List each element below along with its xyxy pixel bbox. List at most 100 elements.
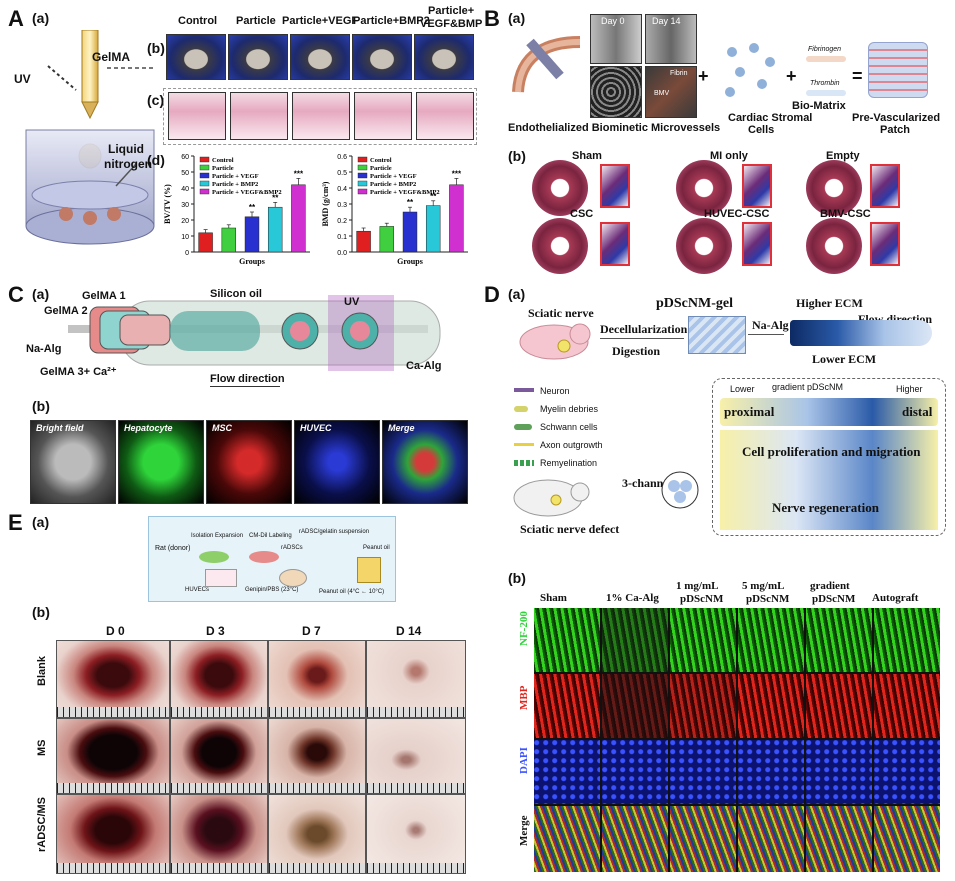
hepatocyte-label: Hepatocyte: [124, 423, 173, 433]
if-grid: [534, 608, 940, 872]
huvec-label: HUVEC: [300, 423, 332, 433]
e-flow-radscs: rADSCs: [281, 545, 303, 551]
panel-c-a-label: (a): [32, 286, 50, 302]
row-merge: Merge: [518, 815, 530, 846]
heart-huvec-csc: [676, 218, 732, 274]
panel-b-b-label: (b): [508, 148, 526, 164]
e-flow-huvecs: HUVECs: [185, 587, 210, 593]
if-nf200-1mg: [670, 608, 736, 672]
if-mbp-gradient: [806, 674, 872, 738]
panel-a-a-label: (a): [32, 10, 50, 26]
chart-1-legend-label-3: Particle + BMP2: [370, 181, 416, 188]
nerve-conduit: [720, 398, 938, 426]
chart-1-bar-2: [402, 211, 418, 253]
chart-0-ytick-label-3: 30: [181, 202, 189, 209]
if-mbp-sham: [534, 674, 600, 738]
chart-0-ylabel: BV/TV (%): [163, 184, 172, 224]
rat-icon: [513, 479, 590, 517]
e-flow-suspension: rADSC/gelatin suspension: [299, 529, 370, 535]
thrombin-tube: [806, 90, 846, 96]
hepatocyte-image: [118, 420, 204, 504]
panel-a-b-label: (b): [147, 40, 165, 56]
sciatic-nerve-label: Sciatic nerve: [528, 306, 594, 320]
b-group-csc: CSC: [570, 208, 594, 220]
decell-label: Decellularization: [600, 322, 688, 336]
chart-1-legend-swatch-3: [357, 180, 368, 187]
chart-1-legend-swatch-2: [357, 172, 368, 179]
chart-0-legend-swatch-0: [199, 156, 210, 163]
a-group-particle-bmp2: Particle+BMP2: [353, 15, 430, 27]
chart-0-bar-2: [244, 216, 260, 253]
legend-remyelination-icon: [514, 460, 534, 466]
panel-a-d-label: (d): [147, 152, 165, 168]
chart-1-legend-label-2: Particle + VEGF: [370, 173, 417, 180]
brightfield-image: [30, 420, 116, 504]
defect-label: Sciatic nerve defect: [520, 522, 620, 536]
wound-blank-d7: [268, 640, 366, 718]
wound-radsc-d0: [56, 794, 170, 874]
merge-label: Merge: [388, 423, 415, 433]
b-group-mi-only: MI only: [710, 150, 748, 162]
regen-label: Nerve regeneration: [772, 500, 879, 515]
chart-0-bar-3: [267, 206, 283, 253]
legend-schwann-icon: [514, 424, 532, 430]
panel-d-letter: D: [484, 282, 500, 307]
cardiac-cells-icon: [725, 43, 775, 97]
uv-label: UV: [14, 72, 31, 86]
chart-1-bar-3: [425, 205, 441, 253]
wound-ms-d14: [366, 718, 466, 794]
a-group-control: Control: [178, 15, 218, 27]
chart-0-legend-label-4: Particle + VEGF&BMP2: [212, 189, 282, 196]
thrombin-label: Thrombin: [810, 80, 840, 87]
gelma-label: GelMA: [92, 50, 131, 64]
if-dapi-autograft: [874, 740, 940, 804]
chart-1-xlabel: Groups: [397, 257, 423, 266]
chart-0-ytick-label-2: 20: [181, 218, 189, 225]
panel-b-letter: B: [484, 6, 500, 31]
chart-0-ytick-label-0: 0: [185, 250, 189, 257]
chart-1-ytick-label-6: 0.6: [337, 154, 347, 161]
if-merge-sham: [534, 806, 600, 872]
chart-0-legend-swatch-3: [199, 180, 210, 187]
chart-1-sig-4: ***: [452, 169, 462, 178]
chart-0-sig-4: ***: [294, 169, 304, 178]
panel-e-a-label: (a): [32, 514, 50, 530]
chart-1-legend-label-1: Particle: [370, 165, 392, 172]
e-flow-labeling: CM-Dil Labeling: [249, 533, 292, 539]
wound-blank-d3: [170, 640, 268, 718]
c-naalg-label: Na-Alg: [26, 343, 62, 355]
panel-c-letter: C: [8, 282, 24, 307]
day0-image: [590, 14, 642, 64]
wound-ms-d0: [56, 718, 170, 794]
prevascularized-patch: [868, 42, 928, 98]
panel-c-b-label: (b): [32, 398, 50, 414]
a-group-particle-plus: Particle+: [428, 5, 475, 17]
a-group-particle-vegf: Particle+VEGF: [282, 15, 359, 27]
d-naalg-label: Na-Alg: [752, 318, 789, 332]
if-dapi-gradient: [806, 740, 872, 804]
legend-neuron: Neuron: [540, 386, 570, 396]
plus-sign-2: +: [786, 66, 797, 86]
chart-0-sig-2: **: [249, 203, 256, 212]
if-dapi-5mg: [738, 740, 804, 804]
chart-0-bar-1: [221, 227, 237, 253]
gelma2-label: GelMA 2: [44, 305, 88, 317]
three-channel-icon: [661, 471, 699, 509]
chart-1-ytick-label-3: 0.3: [337, 202, 347, 209]
heart-empty: [806, 160, 862, 216]
if-nf200-5mg: [738, 608, 804, 672]
c-flow-arrow: [210, 386, 280, 387]
d-col-autograft: Autograft: [872, 592, 919, 604]
chart-1-legend-swatch-4: [357, 188, 368, 195]
panel-a-letter: A: [8, 6, 24, 31]
panel-b-a-label: (a): [508, 10, 526, 26]
chart-0-legend-swatch-4: [199, 188, 210, 195]
day14-label: Day 14: [652, 16, 681, 26]
endo-label: Endothelialized Biominetic Microvessels: [508, 122, 721, 134]
pdscnm-gel-label: pDScNM-gel: [656, 296, 733, 311]
lower-ecm-label: Lower ECM: [812, 352, 877, 366]
higher-ecm-label: Higher ECM: [796, 296, 863, 310]
wound-blank-d14: [366, 640, 466, 718]
panel-e-letter: E: [8, 510, 23, 535]
